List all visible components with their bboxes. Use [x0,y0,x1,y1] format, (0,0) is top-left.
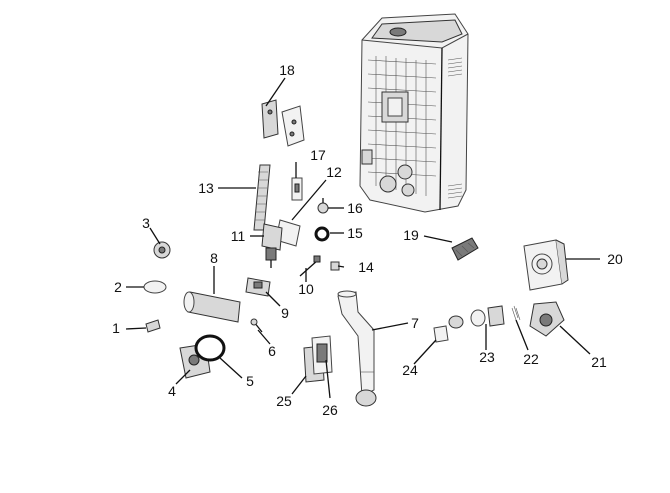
part-2-cap [143,280,167,294]
callout-22: 22 [523,351,539,367]
leader-lines [125,77,600,399]
callout-5: 5 [246,373,254,389]
part-3-fitting [153,241,171,259]
part-10-sensor [299,255,321,277]
callout-16: 16 [347,200,363,216]
part-20-housing [523,239,569,291]
part-7-flue-pipe [337,290,377,407]
callout-21: 21 [591,354,607,370]
part-22-spring [511,305,521,321]
callout-1: 1 [112,320,120,336]
part-11-12-assembly [261,219,301,268]
part-21-fan [529,301,565,337]
part-17-plate [291,177,303,201]
callout-12: 12 [326,164,342,180]
callout-11: 11 [231,228,246,244]
callout-4: 4 [168,383,176,399]
callout-14: 14 [358,259,374,275]
callout-6: 6 [268,343,276,359]
part-23-collar [470,305,505,327]
callout-23: 23 [479,349,495,365]
callout-24: 24 [402,362,418,378]
part-6-screw [250,318,263,333]
part-9-bracket [245,277,271,297]
callout-8: 8 [210,250,218,266]
callout-20: 20 [607,251,623,267]
callout-10: 10 [298,281,314,297]
part-8-tube [183,291,241,323]
part-19-hose [451,237,479,261]
callout-25: 25 [276,393,292,409]
callout-13: 13 [198,180,214,196]
callout-9: 9 [281,305,289,321]
part-24-connector [433,315,464,343]
stove-cabinet [359,13,469,213]
callout-labels: 1 2 3 4 5 6 7 8 9 10 11 12 13 14 15 16 1… [112,62,623,418]
callout-26: 26 [322,402,338,418]
part-5-gasket [194,334,226,362]
part-1-bolt [145,319,161,333]
part-18-control-board [261,99,305,147]
callout-3: 3 [142,215,150,231]
part-15-ring [314,226,330,242]
callout-15: 15 [347,225,363,241]
callout-7: 7 [411,315,419,331]
part-16-knob [317,198,329,214]
callout-2: 2 [114,279,122,295]
part-14-clip [330,261,340,271]
callout-19: 19 [403,227,419,243]
part-13-spring [253,164,271,231]
callout-18: 18 [279,62,295,78]
callout-17: 17 [310,147,326,163]
